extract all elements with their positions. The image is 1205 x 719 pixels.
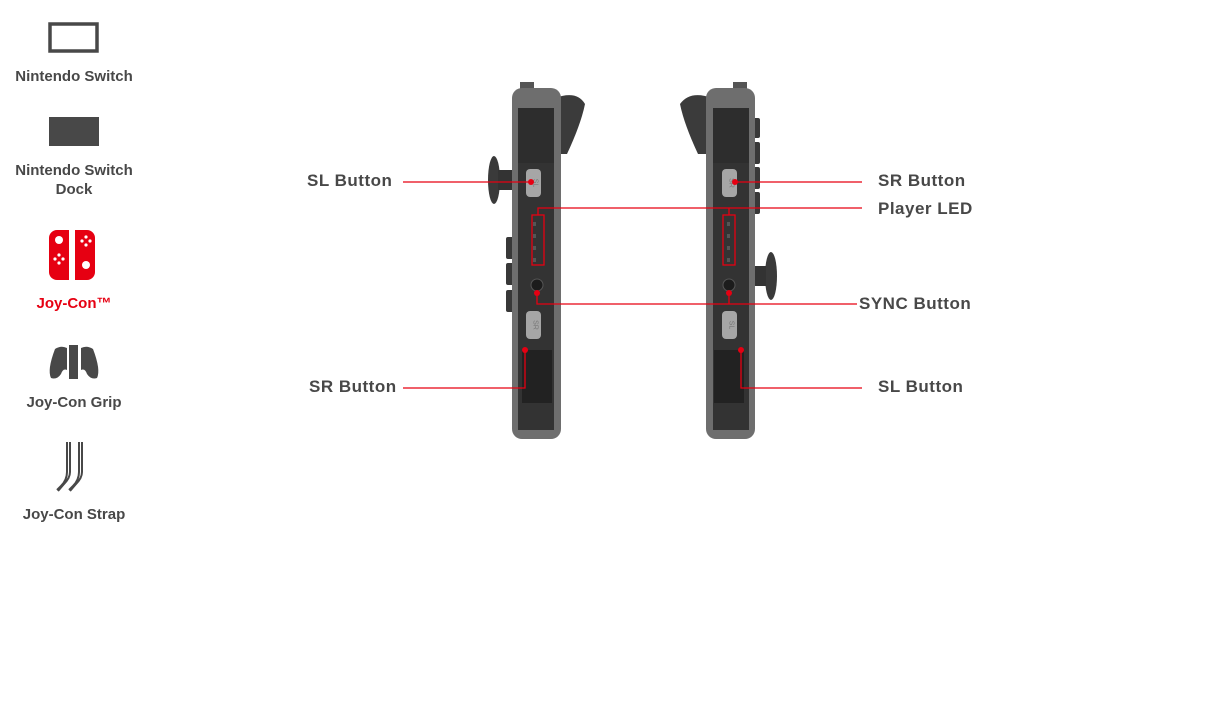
right-sync-button: [722, 278, 736, 292]
sidebar-item-label: Joy-Con Strap: [22, 506, 126, 523]
left-joy-con-illustration: SL SR: [488, 82, 585, 439]
sidebar-item-label: Nintendo Switch Dock: [15, 162, 133, 198]
sr-text: SR: [728, 178, 735, 188]
sidebar-item-label: Nintendo Switch: [15, 68, 133, 85]
callout-player-led: Player LED: [878, 199, 973, 218]
left-sr-button: [526, 311, 541, 339]
strap-icon: [56, 442, 83, 492]
callout-dots: [522, 179, 744, 353]
sidebar-item-joy-con[interactable]: Joy-Con™: [0, 228, 148, 313]
left-sync-button: [530, 278, 544, 292]
right-joy-con-illustration: SR SL: [680, 82, 777, 439]
left-stick-icon: [488, 156, 500, 204]
console-icon: [48, 22, 99, 53]
sr-text: SR: [532, 320, 539, 330]
dock-icon: [49, 117, 99, 146]
sidebar-item-nintendo-switch[interactable]: Nintendo Switch: [0, 22, 148, 86]
joycon-icon: [49, 230, 95, 280]
sl-text: SL: [728, 321, 735, 330]
left-strap-lock: [522, 350, 552, 403]
right-sl-button: [722, 311, 737, 339]
callout-right-sr-button: SR Button: [878, 171, 966, 190]
left-shoulder: [555, 95, 585, 154]
callout-right-sl-button: SL Button: [878, 377, 964, 396]
sidebar-item-joy-con-grip[interactable]: Joy-Con Grip: [0, 344, 148, 412]
sidebar-item-dock[interactable]: Nintendo Switch Dock: [0, 116, 148, 199]
sl-text: SL: [532, 179, 539, 188]
grip-icon: [49, 345, 99, 379]
sidebar-item-joy-con-strap[interactable]: Joy-Con Strap: [0, 440, 148, 524]
sidebar-item-label: Joy-Con Grip: [26, 394, 122, 411]
right-sr-button: [722, 169, 737, 197]
callout-left-sr-button: SR Button: [309, 377, 397, 396]
callout-left-sl-button: SL Button: [307, 171, 393, 190]
sidebar-item-label: Joy-Con™: [36, 295, 112, 312]
callout-lines: [403, 181, 862, 389]
callout-sync-button: SYNC Button: [859, 294, 972, 313]
right-stick-icon: [765, 252, 777, 300]
